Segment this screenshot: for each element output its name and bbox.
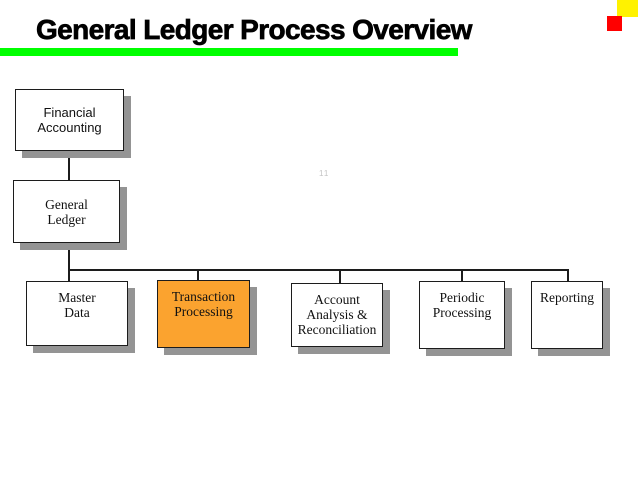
node-label-line: Periodic (439, 290, 485, 305)
node-general-ledger: General Ledger (13, 180, 120, 243)
node-label-line: Analysis & (306, 307, 368, 322)
connector-horizontal-bus (68, 269, 569, 271)
node-label-line: Transaction (171, 289, 236, 304)
yellow-accent-square (617, 0, 638, 17)
title-underline-bar (0, 48, 458, 56)
node-label-line: Account (314, 292, 360, 307)
node-periodic-processing: Periodic Processing (419, 281, 505, 349)
node-financial-accounting: Financial Accounting (15, 89, 124, 151)
node-account-analysis-reconciliation: Account Analysis & Reconciliation (291, 283, 383, 347)
node-label-line: Reconciliation (297, 322, 377, 337)
connector-financial-to-ledger (68, 152, 70, 180)
connector-stub-account (339, 269, 341, 283)
node-transaction-processing: Transaction Processing (157, 280, 250, 348)
node-label-line: Ledger (47, 211, 86, 227)
connector-stub-transaction (197, 269, 199, 280)
red-accent-square (607, 16, 622, 31)
node-label-line: Reporting (540, 290, 594, 305)
node-label-line: Data (64, 305, 90, 320)
connector-stub-reporting (567, 269, 569, 281)
slide-title: General Ledger Process Overview (36, 14, 473, 46)
node-label-line: Master (58, 290, 96, 305)
node-label-line: General (45, 196, 88, 212)
node-reporting: Reporting (531, 281, 603, 349)
connector-stub-periodic (461, 269, 463, 281)
faint-artifact-mark: 11 (319, 169, 330, 178)
node-label-line: Processing (174, 304, 233, 319)
node-label-line: Financial (43, 105, 96, 120)
node-label-line: Accounting (37, 120, 102, 135)
node-label-line: Processing (432, 305, 492, 320)
node-master-data: Master Data (26, 281, 128, 346)
connector-ledger-to-master (68, 243, 70, 281)
